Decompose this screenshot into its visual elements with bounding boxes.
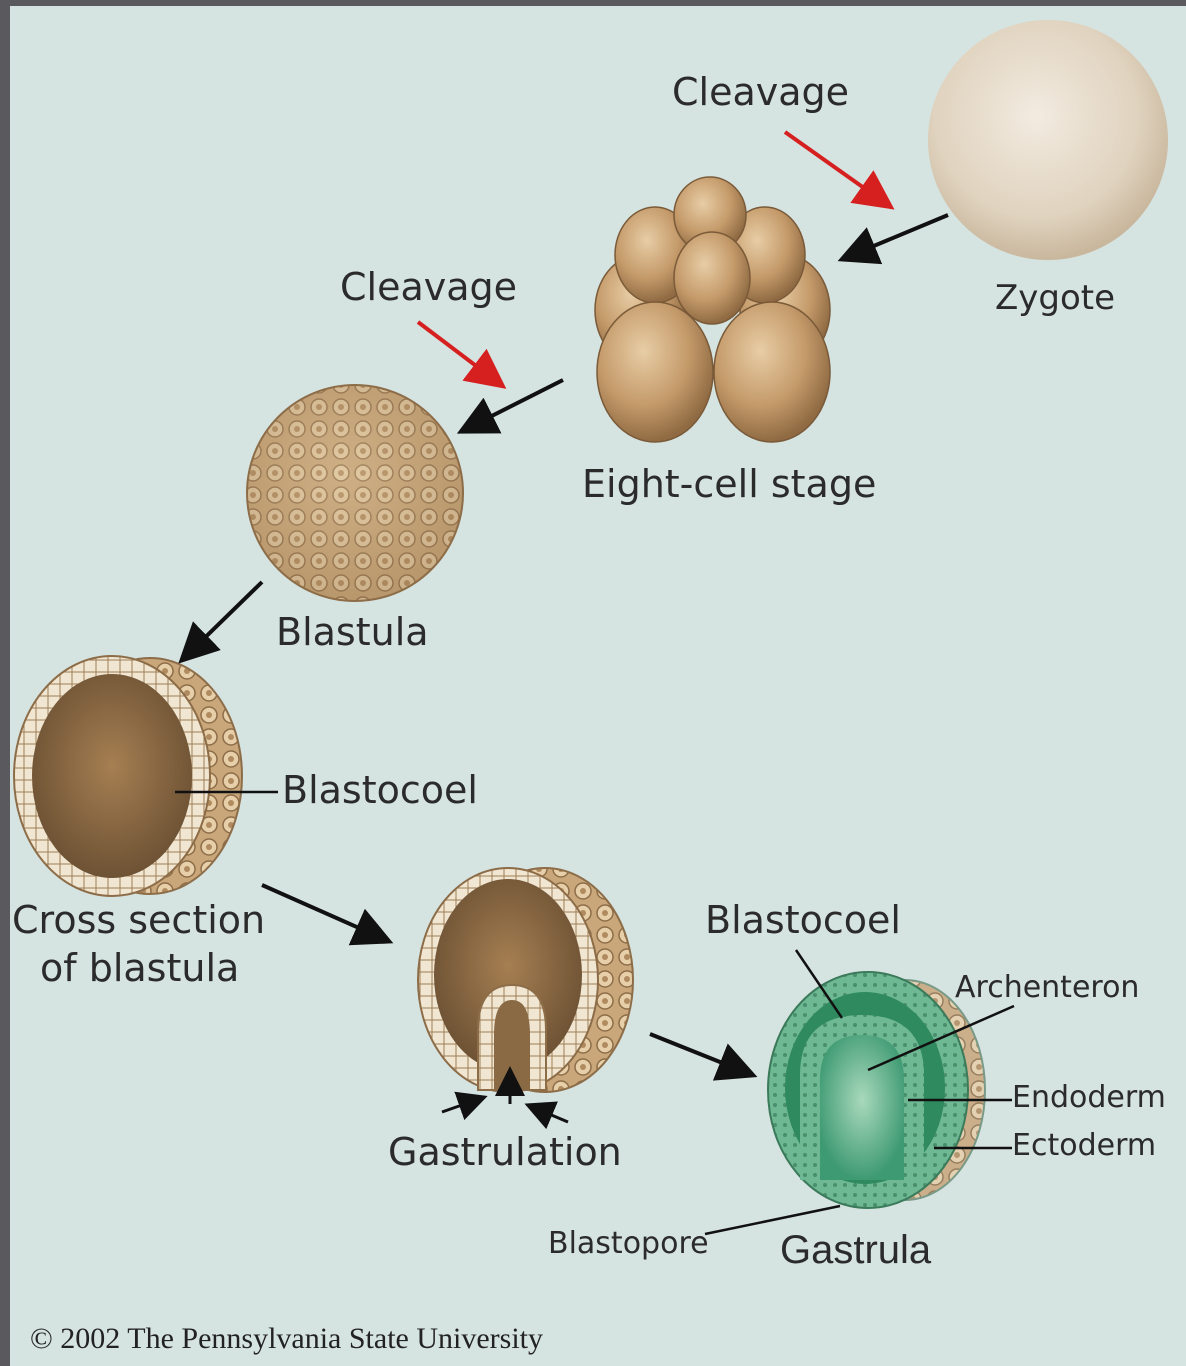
zygote-cell (928, 20, 1168, 260)
arrow-zygote-to-eight-cell (845, 215, 948, 258)
cross-section-label-2: of blastula (40, 946, 239, 990)
zygote-label: Zygote (995, 278, 1115, 318)
gastrulation-label: Gastrulation (388, 1130, 622, 1174)
gastrulation-embryo (418, 868, 633, 1092)
arrow-blastula-to-cross-section (184, 582, 262, 658)
cleavage-arrow-1 (785, 132, 888, 205)
gastrula-label: Gastrula (780, 1228, 931, 1273)
cleavage-label-2: Cleavage (340, 265, 517, 309)
archenteron-label: Archenteron (955, 970, 1139, 1005)
blastocoel-label-1: Blastocoel (282, 768, 478, 812)
gastrula-embryo (768, 972, 985, 1208)
invagination-arrow-right (530, 1106, 568, 1122)
blastula-embryo (247, 385, 463, 601)
copyright-notice: © 2002 The Pennsylvania State University (30, 1322, 543, 1356)
cleavage-label-1: Cleavage (672, 70, 849, 114)
blastula-cross-section (14, 656, 242, 896)
arrow-cross-section-to-gastrulation (262, 885, 386, 940)
cleavage-arrow-2 (418, 322, 500, 384)
endoderm-label: Endoderm (1012, 1080, 1166, 1115)
blastula-label: Blastula (276, 610, 429, 654)
cross-section-label: Cross section (12, 898, 265, 942)
invagination-arrow-left (442, 1098, 482, 1112)
ectoderm-label: Ectoderm (1012, 1128, 1156, 1163)
blastopore-label: Blastopore (548, 1226, 709, 1261)
arrow-gastrulation-to-gastrula (650, 1034, 750, 1074)
eight-cell-embryo (595, 177, 830, 442)
blastocoel-label-2: Blastocoel (705, 898, 901, 942)
arrow-eight-cell-to-blastula (464, 380, 563, 430)
eight-cell-label: Eight-cell stage (582, 462, 876, 506)
